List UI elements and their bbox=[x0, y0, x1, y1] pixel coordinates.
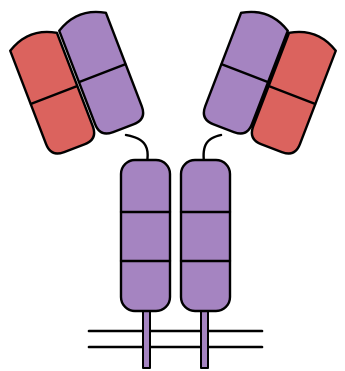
heavy-chain-constant-right bbox=[181, 160, 230, 311]
anchor-left bbox=[143, 308, 150, 368]
hinge-left bbox=[126, 135, 148, 162]
fc-region bbox=[121, 160, 230, 311]
heavy-chain-constant-left bbox=[121, 160, 170, 311]
hinge-region bbox=[126, 135, 221, 162]
cell-membrane bbox=[89, 331, 262, 347]
hinge-right bbox=[204, 135, 221, 162]
transmembrane-anchors bbox=[143, 308, 208, 368]
anchor-right bbox=[201, 308, 208, 368]
